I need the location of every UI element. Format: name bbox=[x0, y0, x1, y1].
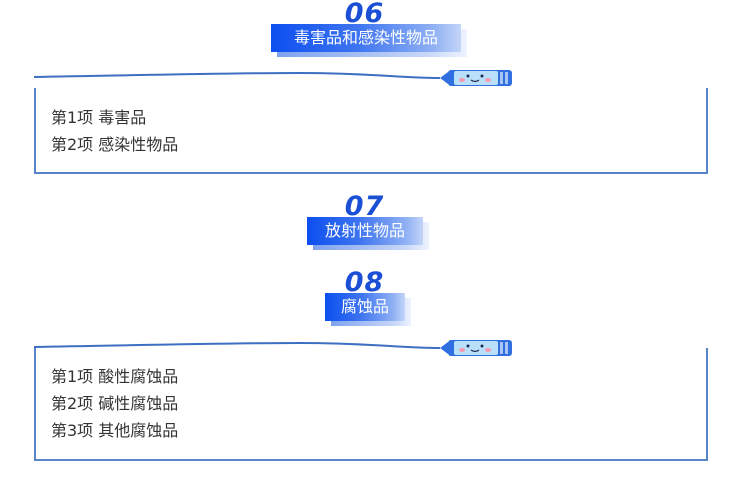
crayon-marker-icon bbox=[440, 70, 512, 86]
section-number-08: 08 bbox=[344, 267, 385, 298]
list-item: 第2项 感染性物品 bbox=[51, 135, 179, 154]
section-content-box-06 bbox=[34, 88, 708, 174]
section-title-07: 放射性物品 bbox=[307, 217, 423, 245]
crayon-marker-icon bbox=[440, 340, 512, 356]
list-item: 第1项 酸性腐蚀品 bbox=[51, 367, 179, 386]
section-number-06: 06 bbox=[344, 0, 385, 29]
list-item: 第3项 其他腐蚀品 bbox=[51, 421, 179, 440]
section-title-08: 腐蚀品 bbox=[325, 293, 405, 321]
list-item: 第1项 毒害品 bbox=[51, 108, 147, 127]
section-content-box-08 bbox=[34, 348, 708, 461]
section-title-06: 毒害品和感染性物品 bbox=[271, 24, 461, 52]
section-title-badge-07: 放射性物品 bbox=[307, 217, 429, 250]
section-title-badge-06: 毒害品和感染性物品 bbox=[271, 24, 467, 57]
list-item: 第2项 碱性腐蚀品 bbox=[51, 394, 179, 413]
section-number-07: 07 bbox=[344, 191, 385, 222]
section-title-badge-08: 腐蚀品 bbox=[325, 293, 411, 326]
